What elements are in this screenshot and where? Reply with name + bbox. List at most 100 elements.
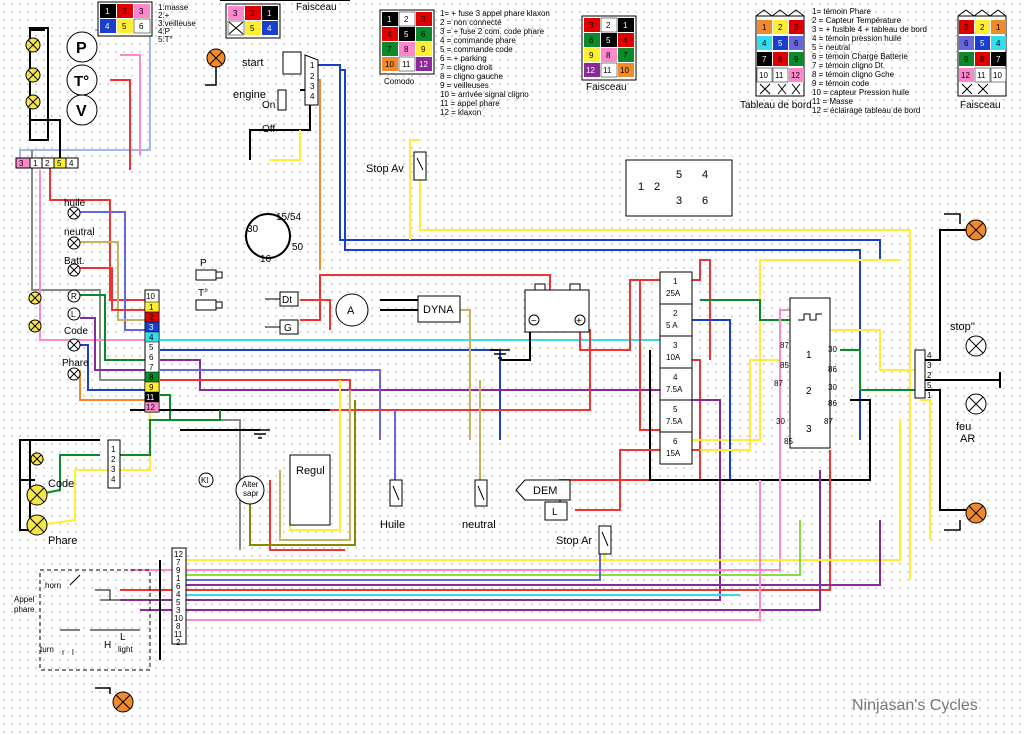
comodo-item-6: 6 = + parking [440,54,487,63]
harness-pin-9: 9 [149,383,154,392]
handlebar-pin-5: 5 [176,598,181,607]
key-on-label: On [262,100,275,111]
alter-label: Alter [242,480,259,489]
tableau-faisceau-cell-9: 9 [964,55,969,64]
tableau-faisceau-cell-1: 1 [996,23,1001,32]
relay-label-30c: 30 [776,417,785,426]
relay-plan-4: 4 [702,169,708,181]
ignition-pin-50: 50 [292,242,304,253]
alternator-dyna-label: DYNA [423,304,454,316]
rear-stop-label: stop'' [950,321,975,333]
tableau-item-10: 10 = capteur Pression huile [812,88,910,97]
comodo-faisceau-cell-1: 1 [623,21,628,30]
relay-plan-3: 3 [676,195,682,207]
tableau-cell-3: 3 [794,23,799,32]
pressure-switches: Huile neutral [380,479,496,531]
comodo-cell-10: 10 [385,60,394,69]
faisceau-small-cell-4: 4 [267,24,272,33]
fuse-number: 1 [673,277,678,286]
rear-ar-label: AR [960,433,975,445]
alternator-dt-label: Dt [282,295,292,306]
comodo-faisceau-cell-2: 2 [606,21,611,30]
comodo-cell-3: 3 [421,15,426,24]
harness-pin-5: 5 [149,343,154,352]
sensor-t-label: T° [198,288,208,299]
comodo-item-10: 10 = arrivée signal cligno [440,90,529,99]
fuse-number: 5 [673,405,678,414]
tableau-faisceau-cell-5: 5 [980,39,985,48]
headlight-pin-3: 3 [111,465,116,474]
comodo-faisceau-title: Faisceau [586,82,627,93]
relay-label-85a: 85 [780,361,789,370]
faisceau-small-cell-1: 1 [267,9,272,18]
handlebar-h-label: H [104,640,111,651]
relays: 87 85 30 86 87 30 86 30 87 85 1 2 3 [774,297,837,449]
ignition-pin-16: 16 [260,254,272,265]
harness-pin-8: 8 [149,373,154,382]
relay-label-30a: 30 [828,345,837,354]
fuse-number: 2 [673,309,678,318]
huile-switch-label: Huile [380,519,405,531]
relay-plan-2: 2 [654,181,660,193]
comodo-cell-8: 8 [404,45,409,54]
gauge-volt [66,94,98,126]
wires [19,29,1000,660]
handlebar-turn-label: turn [40,645,54,654]
tableau-cell-10: 10 [759,71,768,80]
comodo-cell-6: 6 [421,30,426,39]
battery-plus: + [576,316,582,327]
tableau-cell-5: 5 [778,39,783,48]
relay-label-87a: 87 [780,341,789,350]
ignition-pin-15-54: 15/54 [276,212,301,223]
comodo-cell-4: 4 [387,30,392,39]
relay-plan-1: 1 [638,181,644,193]
handlebar-left-label: l [72,648,74,657]
legend-item-5: 5:T° [158,35,173,44]
tableau-cell-6: 6 [794,39,799,48]
stop-av-label: Stop Av [366,163,404,175]
tableau-item-11: 11 = Masse [812,97,854,106]
tableau-legend: 1 2 3 4 5 6 7 8 9 10 11 12 Tableau de bo… [740,7,927,115]
stop-ar-label: Stop Ar [556,535,592,547]
comodo-faisceau: 3 2 1 6 5 4 9 8 7 12 11 10 Faisceau [581,15,637,93]
handlebar-appel-label: Appel [14,595,35,604]
harness-pin-7: 7 [149,363,154,372]
tableau-cell-4: 4 [762,39,767,48]
connector-top-pin-2: 2 [45,159,50,168]
comodo-item-2: 2 = non connecté [440,18,502,27]
harness-connector: 10 1 2 3 4 5 6 7 8 9 11 12 [144,289,160,413]
gauge-p [66,31,98,63]
comodo-cell-11: 11 [402,60,411,69]
alternator-g-label: G [284,323,292,334]
sensor-p-label: P [200,258,207,269]
sensors: P T° [195,258,223,311]
tableau-faisceau-cell-12: 12 [961,71,970,80]
legend-cell-4: 4 [105,22,110,31]
relay-plan: 1 2 5 4 3 6 [625,159,733,217]
tableau-cell-9: 9 [794,55,799,64]
indicator-r-label: R [71,292,77,301]
connector-top: 3 1 2 5 4 [15,157,79,169]
comodo-faisceau-cell-11: 11 [603,66,612,75]
neutral-switch-label: neutral [462,519,496,531]
comodo-cell-5: 5 [404,30,409,39]
harness-pin-12: 12 [146,403,155,412]
harness-pin-3: 3 [149,323,154,332]
legend-item-1: 1:masse [158,3,189,12]
tableau-cell-12: 12 [791,71,800,80]
regul-label: Regul [296,465,325,477]
rear-pin-4: 4 [927,351,932,360]
headlight-pin-2: 2 [111,455,116,464]
key-off-label: Off [262,124,275,135]
relay-plan-5: 5 [676,169,682,181]
fuse-rating: 10A [666,353,681,362]
tableau-item-12: 12 = éclairage tableau de bord [812,106,920,115]
sapr-label: sapr [243,489,259,498]
comodo-item-9: 9 = veilleuses [440,81,489,90]
harness-pin-1: 1 [149,303,154,312]
key-switch: start engine On Off 1 2 3 4 [205,48,319,135]
relay-label-87b: 87 [774,379,783,388]
